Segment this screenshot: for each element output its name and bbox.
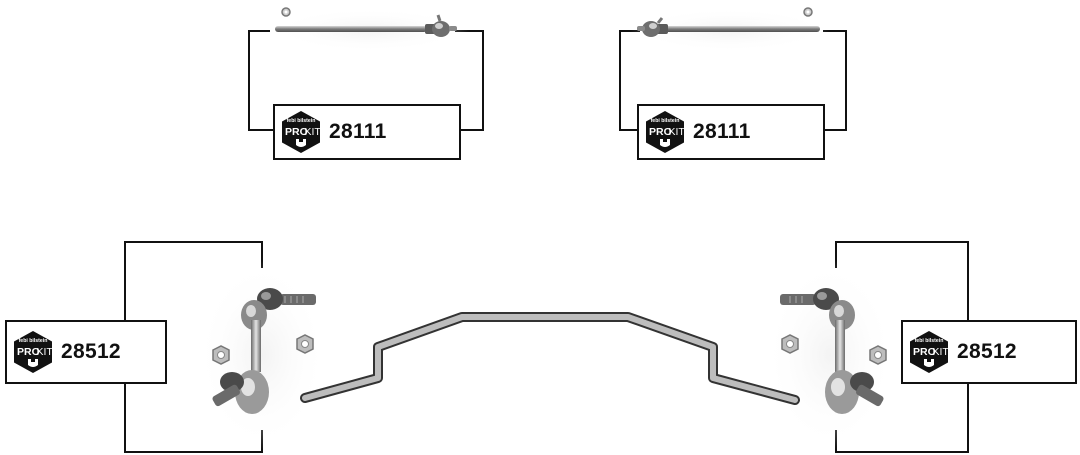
logo-brand-pro: PRO: [913, 346, 936, 358]
stabilizer-link-left: [212, 288, 316, 414]
part-number: 28111: [693, 120, 751, 143]
part-background-haze: [197, 260, 327, 450]
part-number: 28111: [329, 120, 387, 143]
tie-rod-right: [637, 17, 820, 37]
tie-rod-left: [275, 14, 457, 37]
logo-brand-kit: KIT: [37, 346, 54, 358]
stabilizer-bar: [300, 312, 800, 405]
wrench-hex-logo-icon: febi bilstein PRO KIT: [282, 111, 322, 153]
nut-icon: [869, 345, 887, 365]
wrench-hex-logo-icon: febi bilstein PRO KIT: [646, 111, 686, 153]
logo-brand-kit: KIT: [305, 126, 322, 138]
logo-brand-small: febi bilstein: [915, 338, 944, 344]
logo-brand-small: febi bilstein: [287, 118, 316, 124]
part-label-stabilizer-link-right: febi bilstein PRO KIT 28512: [901, 320, 1077, 384]
tie-rod-right-assembly: [619, 7, 847, 131]
logo-brand-pro: PRO: [649, 126, 672, 138]
stabilizer-link-right: [780, 288, 884, 414]
wrench-hex-logo-icon: febi bilstein PRO KIT: [910, 331, 950, 373]
tie-rod-left-assembly: [248, 7, 484, 131]
nut-icon: [212, 345, 230, 365]
logo-brand-kit: KIT: [669, 126, 686, 138]
logo-brand-pro: PRO: [285, 126, 308, 138]
logo-brand-small: febi bilstein: [19, 338, 48, 344]
logo-brand-pro: PRO: [17, 346, 40, 358]
nut-icon: [803, 7, 813, 17]
part-label-tie-rod-right: febi bilstein PRO KIT 28111: [637, 104, 825, 160]
bracket-line: [619, 30, 847, 131]
nut-icon: [296, 334, 314, 354]
stabilizer-link-left-assembly: [124, 241, 327, 453]
nut-icon: [781, 334, 799, 354]
part-label-stabilizer-link-left: febi bilstein PRO KIT 28512: [5, 320, 167, 384]
logo-brand-small: febi bilstein: [651, 118, 680, 124]
part-number: 28512: [957, 340, 1017, 363]
nut-icon: [281, 7, 291, 17]
part-number: 28512: [61, 340, 121, 363]
logo-brand-kit: KIT: [933, 346, 950, 358]
part-label-tie-rod-left: febi bilstein PRO KIT 28111: [273, 104, 461, 160]
wrench-hex-logo-icon: febi bilstein PRO KIT: [14, 331, 54, 373]
